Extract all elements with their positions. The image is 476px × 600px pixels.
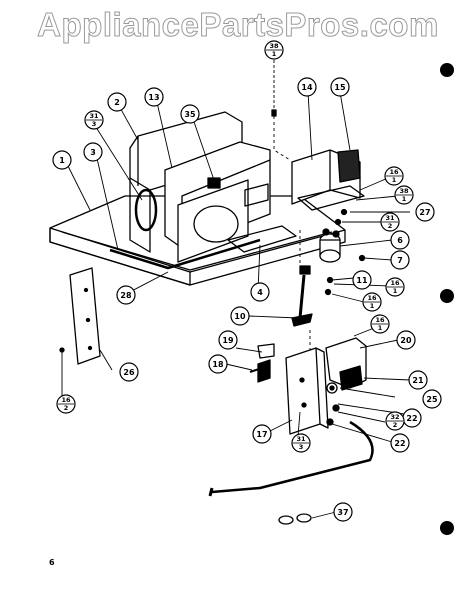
callout-22: 22 — [406, 414, 417, 423]
callout-20: 20 — [400, 336, 412, 345]
callout-17: 17 — [256, 430, 267, 439]
control-panel — [285, 337, 367, 435]
fraction-bottom: 2 — [388, 222, 393, 230]
callout-circle — [83, 142, 103, 162]
fraction-bottom: 1 — [272, 50, 277, 58]
callout-28: 28 — [120, 291, 132, 300]
callout-19: 19 — [222, 336, 234, 345]
callout-circle — [252, 424, 272, 444]
callout-21: 21 — [412, 376, 424, 385]
callout-35: 35 — [184, 110, 196, 119]
callout-circle — [250, 282, 270, 302]
fraction-top: 31 — [89, 112, 99, 120]
power-cord — [208, 420, 374, 525]
fraction-bottom: 2 — [393, 421, 398, 429]
fraction-top: 16 — [61, 396, 71, 404]
fan-shroud — [129, 111, 297, 263]
fraction-bottom: 1 — [370, 302, 375, 310]
callout-circle — [52, 150, 72, 170]
callout-22: 22 — [394, 439, 405, 448]
fraction-top: 31 — [296, 435, 306, 443]
fraction-top: 16 — [375, 316, 385, 324]
callout-26: 26 — [123, 368, 135, 377]
fraction-bottom: 2 — [64, 404, 69, 412]
callout-circle — [218, 330, 238, 350]
binder-hole — [440, 63, 454, 77]
fraction-bottom: 1 — [378, 324, 383, 332]
fraction-top: 32 — [390, 413, 399, 421]
callout-circle — [415, 202, 435, 222]
fraction-top: 38 — [399, 187, 409, 195]
watermark: AppliancePartsPros.com — [37, 6, 439, 44]
callout-7: 7 — [397, 256, 403, 265]
binder-hole — [440, 521, 454, 535]
callout-18: 18 — [212, 360, 224, 369]
fraction-bottom: 3 — [92, 120, 97, 128]
fraction-top: 38 — [269, 42, 279, 50]
callout-circle — [180, 104, 200, 124]
callout-circle — [297, 77, 317, 97]
callout-15: 15 — [334, 83, 346, 92]
fraction-top: 31 — [385, 214, 395, 222]
callout-27: 27 — [419, 208, 430, 217]
fraction-bottom: 1 — [393, 287, 398, 295]
callout-3: 3 — [90, 148, 96, 157]
callout-10: 10 — [234, 312, 246, 321]
fraction-top: 16 — [389, 168, 399, 176]
control-box-top — [291, 149, 365, 263]
callout-11: 11 — [356, 276, 368, 285]
callout-2: 2 — [114, 98, 120, 107]
fraction-top: 16 — [367, 294, 377, 302]
binder-hole — [440, 289, 454, 303]
callout-14: 14 — [301, 83, 313, 92]
fraction-bottom: 3 — [299, 443, 304, 451]
thermostat-rod — [291, 265, 313, 327]
callout-circle — [230, 306, 250, 326]
callout-circle — [119, 362, 139, 382]
callout-4: 4 — [257, 288, 263, 297]
callout-circle — [116, 285, 136, 305]
callout-circle — [107, 92, 127, 112]
callout-37: 37 — [337, 508, 348, 517]
callout-6: 6 — [397, 236, 403, 245]
fraction-top: 16 — [390, 279, 400, 287]
callout-25: 25 — [426, 395, 438, 404]
switch-parts — [249, 343, 275, 383]
callout-1: 1 — [59, 156, 65, 165]
callout-circle — [390, 433, 410, 453]
fraction-bottom: 1 — [392, 176, 397, 184]
callout-circle — [208, 354, 228, 374]
page-number: 6 — [49, 558, 55, 567]
callout-circle — [144, 87, 164, 107]
callout-circle — [330, 77, 350, 97]
callout-circle — [396, 330, 416, 350]
fraction-bottom: 1 — [402, 195, 407, 203]
side-panel — [69, 267, 101, 365]
callout-circle — [408, 370, 428, 390]
callout-circle — [390, 230, 410, 250]
callout-circle — [390, 250, 410, 270]
callout-13: 13 — [148, 93, 159, 102]
callout-circle — [333, 502, 353, 522]
callout-circle — [422, 389, 442, 409]
callout-circle — [352, 270, 372, 290]
